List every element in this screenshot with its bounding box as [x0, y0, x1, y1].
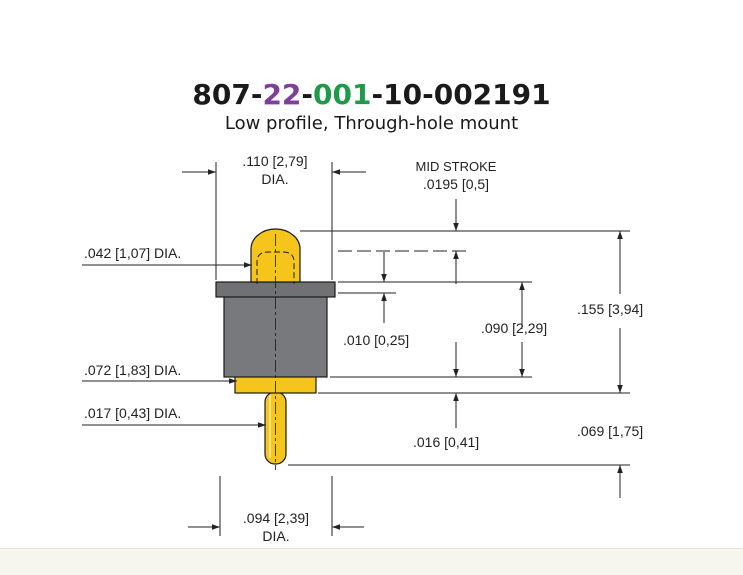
tail-pad-dia-suffix: DIA. [262, 528, 290, 544]
collar-dia-label: .072 [1,83] DIA. [84, 362, 182, 378]
plunger-dia-label: .042 [1,07] DIA. [84, 245, 182, 261]
part-number-seg-4: -10-002191 [371, 78, 551, 111]
tail-pad-dia-label: .094 [2,39] [242, 510, 310, 526]
head-dia-label: .110 [2,79] [242, 153, 308, 169]
head-dia-suffix: DIA. [261, 171, 289, 187]
part-subtitle: Low profile, Through-hole mount [224, 113, 519, 134]
body-height-label: .090 [2,29] [481, 320, 548, 336]
part-number-seg-1: 22 [262, 78, 302, 111]
flange-thickness-label: .010 [0,25] [343, 332, 410, 348]
dimension-lines [82, 162, 630, 536]
footer-strip [0, 548, 743, 575]
part-number-title: 807-22-001-10-002191 [0, 78, 743, 111]
tail-dia-label: .017 [0,43] DIA. [84, 405, 182, 421]
part-number-seg-0: 807- [192, 78, 263, 111]
mid-stroke-label: MID STROKE [415, 159, 497, 174]
tail-length-label: .069 [1,75] [577, 423, 644, 439]
overall-height-label: .155 [3,94] [577, 301, 644, 317]
part-number-seg-2: - [301, 78, 314, 111]
mid-stroke-value: .0195 [0,5] [422, 176, 490, 192]
part-number-seg-3: 001 [313, 78, 372, 111]
collar-height-label: .016 [0,41] [413, 434, 480, 450]
